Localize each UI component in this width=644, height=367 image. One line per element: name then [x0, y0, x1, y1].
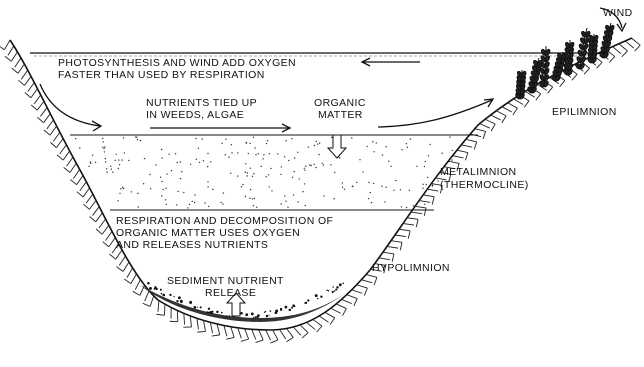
respiration-label-line1: RESPIRATION AND DECOMPOSITION OF: [116, 215, 333, 227]
metalimnion-stipple: [69, 136, 460, 208]
aquatic-weeds: [515, 23, 615, 100]
organic-matter-label-line1: ORGANIC: [314, 97, 366, 109]
respiration-label-line2: ORGANIC MATTER USES OXYGEN: [116, 227, 300, 239]
hypolimnion-label: HYPOLIMNION: [372, 262, 450, 274]
respiration-label-line3: AND RELEASES NUTRIENTS: [116, 239, 268, 251]
organic-matter-sink-arrow: [328, 135, 346, 158]
epilimnion-label: EPILIMNION: [552, 106, 617, 118]
nutrients-label-line1: NUTRIENTS TIED UP: [146, 97, 257, 109]
photosynthesis-label-line2: FASTER THAN USED BY RESPIRATION: [58, 69, 265, 81]
sediment-label-line2: RELEASE: [205, 287, 256, 299]
upwelling-arrow: [378, 100, 492, 127]
lake-basin-outline: [10, 38, 632, 330]
photosynthesis-label-line1: PHOTOSYNTHESIS AND WIND ADD OXYGEN: [58, 57, 296, 69]
wind-label: WIND: [603, 7, 633, 19]
organic-matter-label-line2: MATTER: [318, 109, 363, 121]
sediment-label-line1: SEDIMENT NUTRIENT: [167, 275, 284, 287]
nutrients-label-line2: IN WEEDS, ALGAE: [146, 109, 244, 121]
downwelling-arrow: [40, 84, 100, 126]
metalimnion-label: METALIMNION: [440, 166, 517, 178]
thermocline-label: (THERMOCLINE): [440, 179, 529, 191]
